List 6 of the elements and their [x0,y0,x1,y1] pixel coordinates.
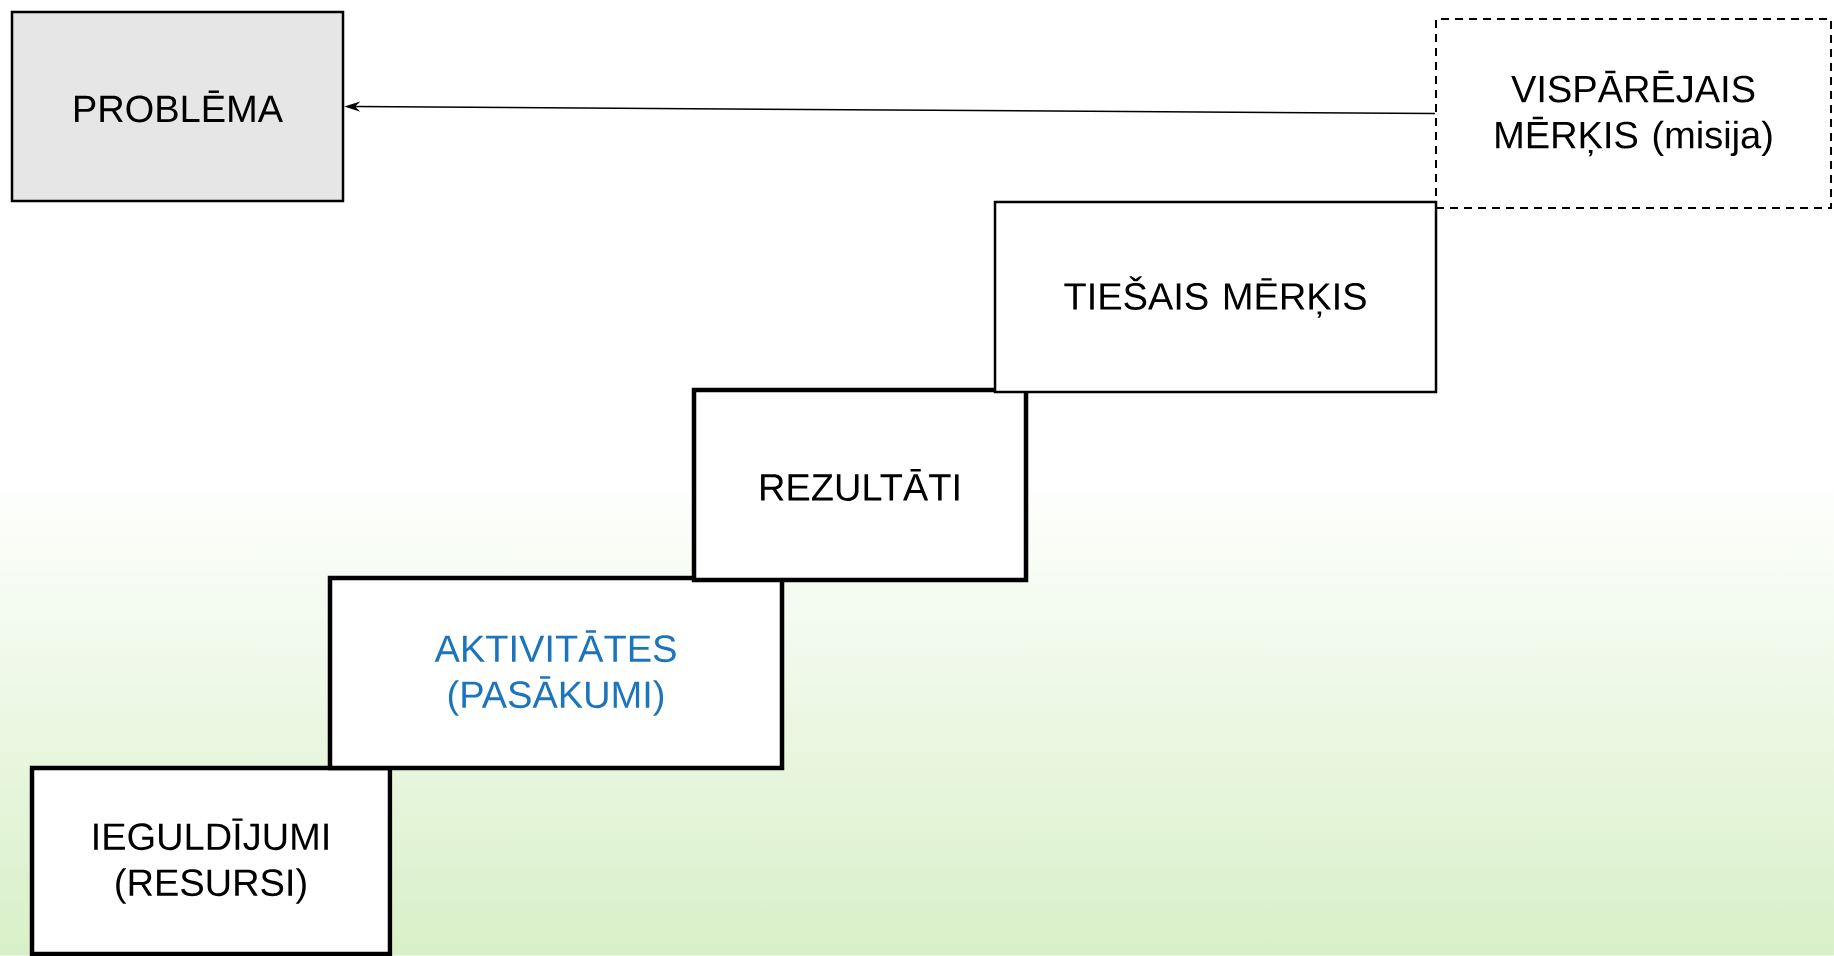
problem-box: PROBLĒMA [10,10,345,203]
stage-box: AKTIVITĀTES (PASĀKUMI) [327,575,785,771]
stage-box: REZULTĀTI [691,387,1029,583]
stage-box: IEGULDĪJUMI (RESURSI) [29,765,393,956]
stage-box: TIEŠAIS MĒRĶIS [993,200,1438,394]
goal-box: VISPĀRĒJAIS MĒRĶIS (misija) [1435,18,1832,209]
